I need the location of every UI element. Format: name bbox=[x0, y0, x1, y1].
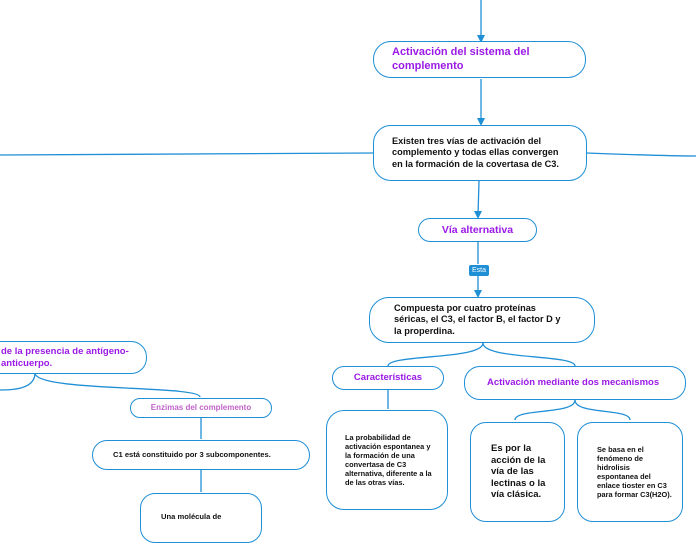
node-c1-subcomponents[interactable]: C1 está constituido por 3 subcomponentes… bbox=[92, 440, 310, 470]
node-molecule-label: Una molécula de bbox=[161, 512, 222, 521]
node-two-mechanisms[interactable]: Activación mediante dos mecanismos bbox=[464, 366, 686, 400]
node-lectin-path-label: Es por la acción de la vía de las lectin… bbox=[491, 443, 546, 501]
connector-lines bbox=[0, 0, 696, 492]
node-complement-enzymes[interactable]: Enzimas del complemento bbox=[130, 398, 272, 418]
node-characteristics-label: Características bbox=[353, 372, 423, 384]
node-alternative-path[interactable]: Vía alternativa bbox=[418, 218, 537, 242]
node-antigen-antibody-label: de la presencia de antígeno-anticuerpo. bbox=[1, 345, 129, 369]
node-hydrolysis[interactable]: Se basa en el fenómeno de hidrolisis esp… bbox=[577, 422, 683, 522]
node-two-mechanisms-label: Activación mediante dos mecanismos bbox=[487, 377, 660, 389]
node-characteristics[interactable]: Características bbox=[332, 366, 444, 390]
node-activation-system-label: Activación del sistema del complemento bbox=[392, 46, 530, 72]
node-four-proteins[interactable]: Compuesta por cuatro proteínas séricas, … bbox=[369, 297, 595, 343]
node-three-paths[interactable]: Existen tres vías de activación del comp… bbox=[373, 125, 587, 181]
node-c1-subcomponents-label: C1 está constituido por 3 subcomponentes… bbox=[113, 450, 271, 460]
node-complement-enzymes-label: Enzimas del complemento bbox=[150, 403, 252, 413]
node-antigen-antibody[interactable]: de la presencia de antígeno-anticuerpo. bbox=[0, 341, 147, 374]
node-spontaneous-probability[interactable]: La probabilidad de activación espontanea… bbox=[326, 410, 448, 510]
node-molecule[interactable]: Una molécula de bbox=[140, 493, 262, 543]
node-four-proteins-label: Compuesta por cuatro proteínas séricas, … bbox=[394, 303, 561, 336]
node-activation-system[interactable]: Activación del sistema del complemento bbox=[373, 41, 586, 78]
node-hydrolysis-label: Se basa en el fenómeno de hidrolisis esp… bbox=[597, 444, 672, 500]
node-three-paths-label: Existen tres vías de activación del comp… bbox=[392, 136, 559, 169]
node-spontaneous-probability-label: La probabilidad de activación espontanea… bbox=[345, 432, 432, 488]
node-lectin-path[interactable]: Es por la acción de la vía de las lectin… bbox=[470, 422, 565, 522]
node-alternative-path-label: Vía alternativa bbox=[441, 223, 514, 236]
link-tag-esta[interactable]: Esta bbox=[469, 265, 490, 276]
